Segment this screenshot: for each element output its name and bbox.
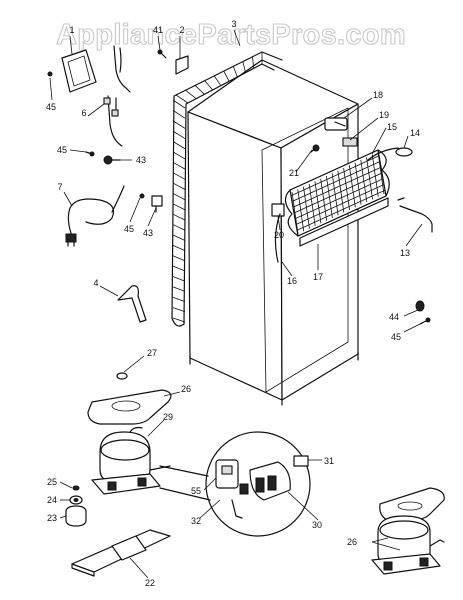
part-29-compressor xyxy=(91,426,171,495)
drier-tube xyxy=(367,147,413,161)
label-32: 32 xyxy=(191,516,201,526)
leader-lines xyxy=(49,29,425,579)
label-22: 22 xyxy=(145,578,155,588)
part-26-drain-pan xyxy=(87,389,172,425)
label-45: 45 xyxy=(124,224,134,234)
label-4: 4 xyxy=(93,278,98,288)
label-18: 18 xyxy=(373,90,383,100)
label-30: 30 xyxy=(312,520,322,530)
condenser-coil xyxy=(284,149,390,247)
part-44-grommet xyxy=(415,300,425,312)
label-45: 45 xyxy=(57,145,67,155)
process-tube xyxy=(397,197,433,233)
part-4-clamp xyxy=(117,285,147,323)
label-7: 7 xyxy=(57,182,62,192)
label-23: 23 xyxy=(47,513,57,523)
label-26: 26 xyxy=(347,537,357,547)
part-26-compressor-assembly xyxy=(371,487,445,575)
label-27: 27 xyxy=(147,348,157,358)
label-13: 13 xyxy=(400,248,410,258)
label-43: 43 xyxy=(136,155,146,165)
part-41-screw xyxy=(157,49,167,59)
label-17: 17 xyxy=(313,272,323,282)
label-31: 31 xyxy=(324,456,334,466)
tube-16-20 xyxy=(271,203,285,263)
label-44: 44 xyxy=(389,312,399,322)
part-45-screw-c xyxy=(139,193,145,199)
label-20: 20 xyxy=(274,230,284,240)
label-3: 3 xyxy=(231,19,236,29)
label-21: 21 xyxy=(289,168,299,178)
label-2: 2 xyxy=(179,25,184,35)
label-25: 25 xyxy=(47,477,57,487)
part-2-bracket xyxy=(175,55,189,75)
label-43: 43 xyxy=(143,228,153,238)
label-15: 15 xyxy=(387,122,397,132)
label-41: 41 xyxy=(153,25,163,35)
part-43-relay-b xyxy=(151,195,163,213)
detail-magnifier xyxy=(159,431,311,537)
label-45: 45 xyxy=(391,332,401,342)
label-55: 55 xyxy=(191,486,201,496)
label-14: 14 xyxy=(410,128,420,138)
clip-21 xyxy=(310,144,320,153)
label-24: 24 xyxy=(47,495,57,505)
condenser-bracket xyxy=(324,117,358,147)
part-7-power-cord xyxy=(65,185,125,247)
part-labels: 1 41 2 3 45 6 45 43 7 45 43 4 18 19 15 1… xyxy=(46,19,420,588)
label-16: 16 xyxy=(287,276,297,286)
part-25-24-23-mounts xyxy=(65,485,87,527)
part-3-wire-harness xyxy=(113,45,131,93)
label-1: 1 xyxy=(69,25,74,35)
part-45-screw-b xyxy=(85,151,95,157)
label-45: 45 xyxy=(46,102,56,112)
label-29: 29 xyxy=(163,412,173,422)
label-6: 6 xyxy=(81,108,86,118)
label-26: 26 xyxy=(181,384,191,394)
gasket-heater-loop xyxy=(171,51,283,327)
part-22-base-rail xyxy=(71,529,171,577)
part-1-cover xyxy=(61,49,97,93)
part-6-harness xyxy=(103,95,123,147)
part-27-grommet xyxy=(116,372,128,380)
label-19: 19 xyxy=(379,110,389,120)
part-45-screw-a xyxy=(47,71,53,77)
